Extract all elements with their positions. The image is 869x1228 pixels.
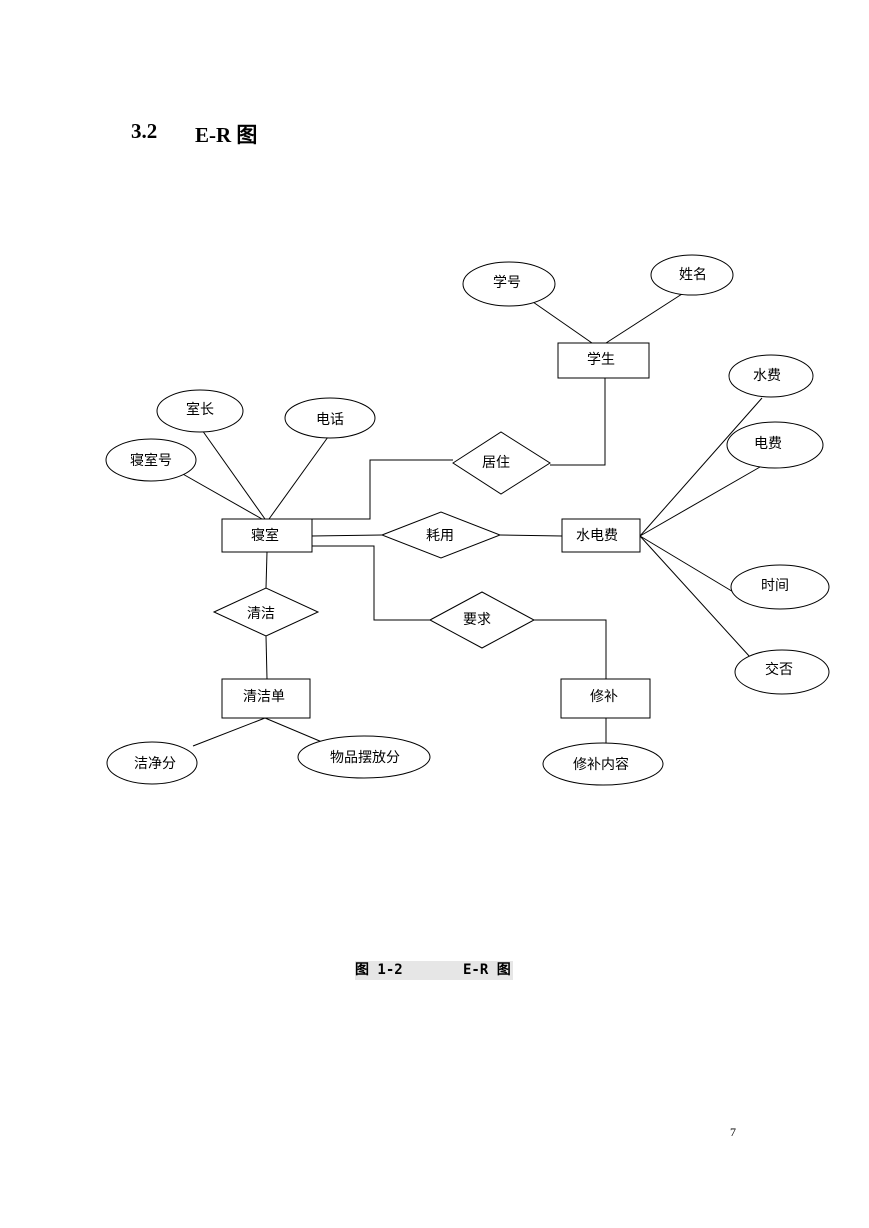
connection-lines — [180, 293, 763, 747]
label-request: 要求 — [463, 612, 491, 628]
label-dorm-phone: 电话 — [316, 412, 344, 428]
line-dorm-live — [312, 459, 453, 520]
line-dorm-clean — [265, 551, 268, 589]
attribute-dorm-number — [105, 438, 197, 482]
entity-dorm — [221, 518, 313, 553]
relationship-request — [428, 591, 536, 649]
labels: 学生 寝室 水电费 清洁单 修补 居住 耗用 清洁 要求 学号 姓名 室长 电话… — [130, 267, 793, 773]
line-item-score — [264, 717, 323, 743]
label-dorm: 寝室 — [251, 527, 279, 544]
attribute-dorm-leader — [156, 389, 244, 433]
label-student-id: 学号 — [493, 275, 521, 291]
label-clean-score: 洁净分 — [134, 756, 176, 772]
line-live-student — [550, 378, 606, 466]
label-item-score: 物品摆放分 — [330, 750, 400, 766]
attribute-water-fee — [728, 354, 814, 398]
attribute-item-score — [297, 735, 431, 779]
label-dorm-number: 寝室号 — [130, 452, 172, 469]
line-water-fee — [639, 397, 763, 537]
attribute-repair-content — [542, 742, 664, 786]
caption-text: E-R 图 — [463, 962, 511, 978]
label-student: 学生 — [587, 352, 615, 368]
line-student-id — [532, 301, 593, 344]
line-dorm-consume — [311, 534, 383, 537]
entity-cleaning-sheet — [221, 678, 311, 719]
caption-number: 图 1-2 — [355, 962, 403, 978]
attribute-bill-paid — [734, 649, 830, 695]
line-clean-score — [192, 717, 266, 747]
label-utility-bill: 水电费 — [576, 528, 618, 544]
label-repair-content: 修补内容 — [573, 756, 629, 773]
label-water-fee: 水费 — [753, 368, 781, 384]
entity-repair — [560, 678, 651, 719]
label-dorm-leader: 室长 — [186, 401, 214, 418]
line-bill-time — [639, 535, 736, 594]
label-bill-time: 时间 — [761, 578, 789, 594]
line-bill-paid — [639, 535, 751, 658]
line-dorm-request — [312, 545, 430, 621]
attribute-clean-score — [106, 741, 198, 785]
label-electric-fee: 电费 — [754, 436, 782, 452]
line-dorm-number — [180, 472, 263, 520]
relationship-consume — [380, 511, 502, 559]
relationship-clean — [212, 587, 320, 637]
attribute-student-id — [462, 261, 556, 307]
page-number: 7 — [730, 1125, 736, 1139]
figure-caption: 图 1-2 E-R 图 — [355, 961, 513, 980]
line-consume-utility — [499, 534, 563, 537]
label-student-name: 姓名 — [679, 267, 707, 283]
line-dorm-leader — [201, 429, 266, 520]
attribute-dorm-phone — [284, 397, 376, 439]
section-title: E-R 图 — [195, 123, 258, 147]
section-number: 3.2 — [131, 119, 158, 143]
entity-student — [557, 342, 650, 379]
attribute-electric-fee — [726, 421, 824, 469]
label-repair: 修补 — [590, 689, 618, 705]
line-dorm-phone — [268, 436, 329, 520]
line-request-repair — [534, 619, 607, 679]
entity-utility-bill — [561, 518, 641, 553]
label-consume: 耗用 — [426, 528, 454, 544]
label-cleaning-sheet: 清洁单 — [243, 689, 285, 705]
label-live: 居住 — [482, 455, 510, 471]
line-electric-fee — [639, 466, 761, 537]
attribute-student-name — [650, 254, 734, 296]
attribute-bill-time — [730, 564, 830, 610]
relationship-live — [452, 431, 551, 495]
shapes — [105, 254, 830, 786]
label-bill-paid: 交否 — [765, 661, 793, 678]
label-clean: 清洁 — [247, 606, 275, 622]
line-clean-sheet — [265, 635, 268, 680]
line-student-name — [605, 293, 683, 344]
